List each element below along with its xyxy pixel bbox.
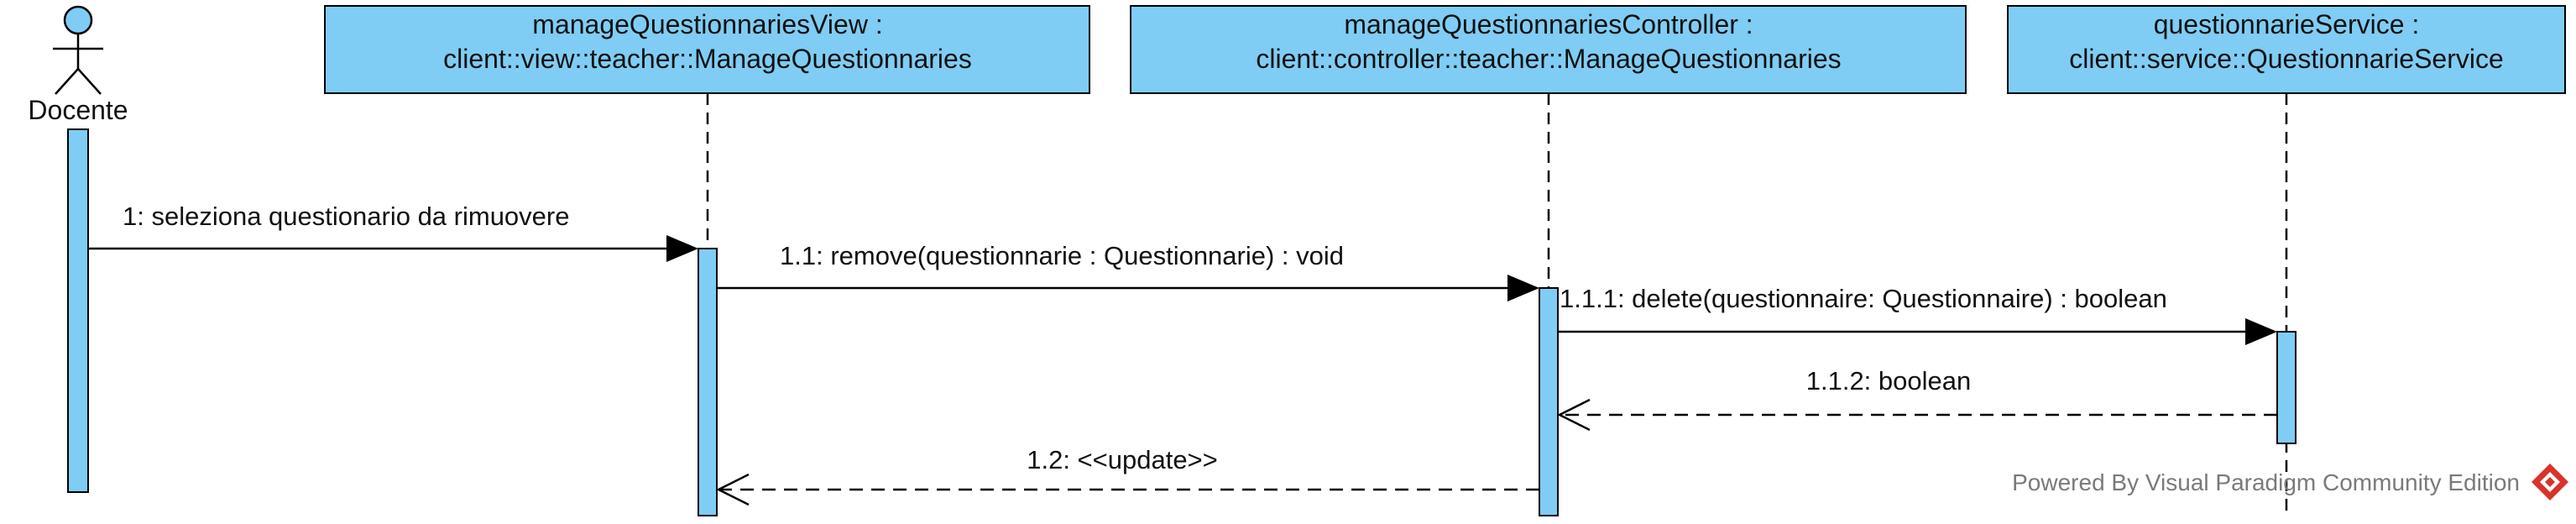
message-label: 1.1.1: delete(questionnaire: Questionnai… xyxy=(1560,284,2167,313)
message-1: 1: seleziona questionario da rimuovere xyxy=(88,202,698,262)
open-arrowhead-icon xyxy=(716,473,750,506)
message-1-2-return: 1.2: <<update>> xyxy=(716,445,1539,506)
visual-paradigm-logo-icon xyxy=(2532,464,2568,500)
filled-arrowhead-icon xyxy=(666,235,698,262)
actor-label: Docente xyxy=(28,95,128,125)
lifeline-title-line1: manageQuestionnariesController : xyxy=(1344,9,1753,39)
watermark: Powered By Visual Paradigm Community Edi… xyxy=(2012,464,2568,500)
filled-arrowhead-icon xyxy=(1507,275,1539,301)
message-1-1-2-return: 1.1.2: boolean xyxy=(1557,366,2277,432)
lifeline-title-line1: manageQuestionnariesView : xyxy=(532,9,882,39)
lifeline-header-box xyxy=(1130,5,1967,94)
lifeline-title-line2: client::view::teacher::ManageQuestionnar… xyxy=(443,44,972,74)
lifeline-title-line2: client::service::QuestionnarieService xyxy=(2069,44,2504,74)
activation-bar xyxy=(1539,287,1559,516)
watermark-text: Powered By Visual Paradigm Community Edi… xyxy=(2012,469,2520,495)
open-arrowhead-icon xyxy=(1557,398,1591,432)
message-label: 1.1: remove(questionnarie : Questionnari… xyxy=(780,241,1344,270)
actor-activation-bar xyxy=(67,128,89,493)
lifeline-questionnarie-service: questionnarieService : client::service::… xyxy=(2007,5,2566,516)
message-1-1-1: 1.1.1: delete(questionnaire: Questionnai… xyxy=(1558,284,2277,345)
message-label: 1.1.2: boolean xyxy=(1806,366,1972,396)
message-label: 1.2: <<update>> xyxy=(1027,445,1218,474)
filled-arrowhead-icon xyxy=(2245,318,2277,345)
activation-bar xyxy=(698,248,718,516)
actor-docente: Docente xyxy=(28,5,128,493)
message-label: 1: seleziona questionario da rimuovere xyxy=(123,202,569,231)
lifeline-title-line1: questionnarieService : xyxy=(2154,9,2420,39)
lifeline-manage-questionnaries-controller: manageQuestionnariesController : client:… xyxy=(1130,5,1967,516)
message-1-1: 1.1: remove(questionnarie : Questionnari… xyxy=(717,241,1539,301)
stick-figure-icon xyxy=(53,5,103,95)
lifeline-header-box xyxy=(324,5,1090,94)
lifeline-title-line2: client::controller::teacher::ManageQuest… xyxy=(1256,44,1841,74)
lifeline-manage-questionnaries-view: manageQuestionnariesView : client::view:… xyxy=(324,5,1090,516)
activation-bar xyxy=(2276,331,2296,444)
lifeline-header-box xyxy=(2007,5,2566,94)
